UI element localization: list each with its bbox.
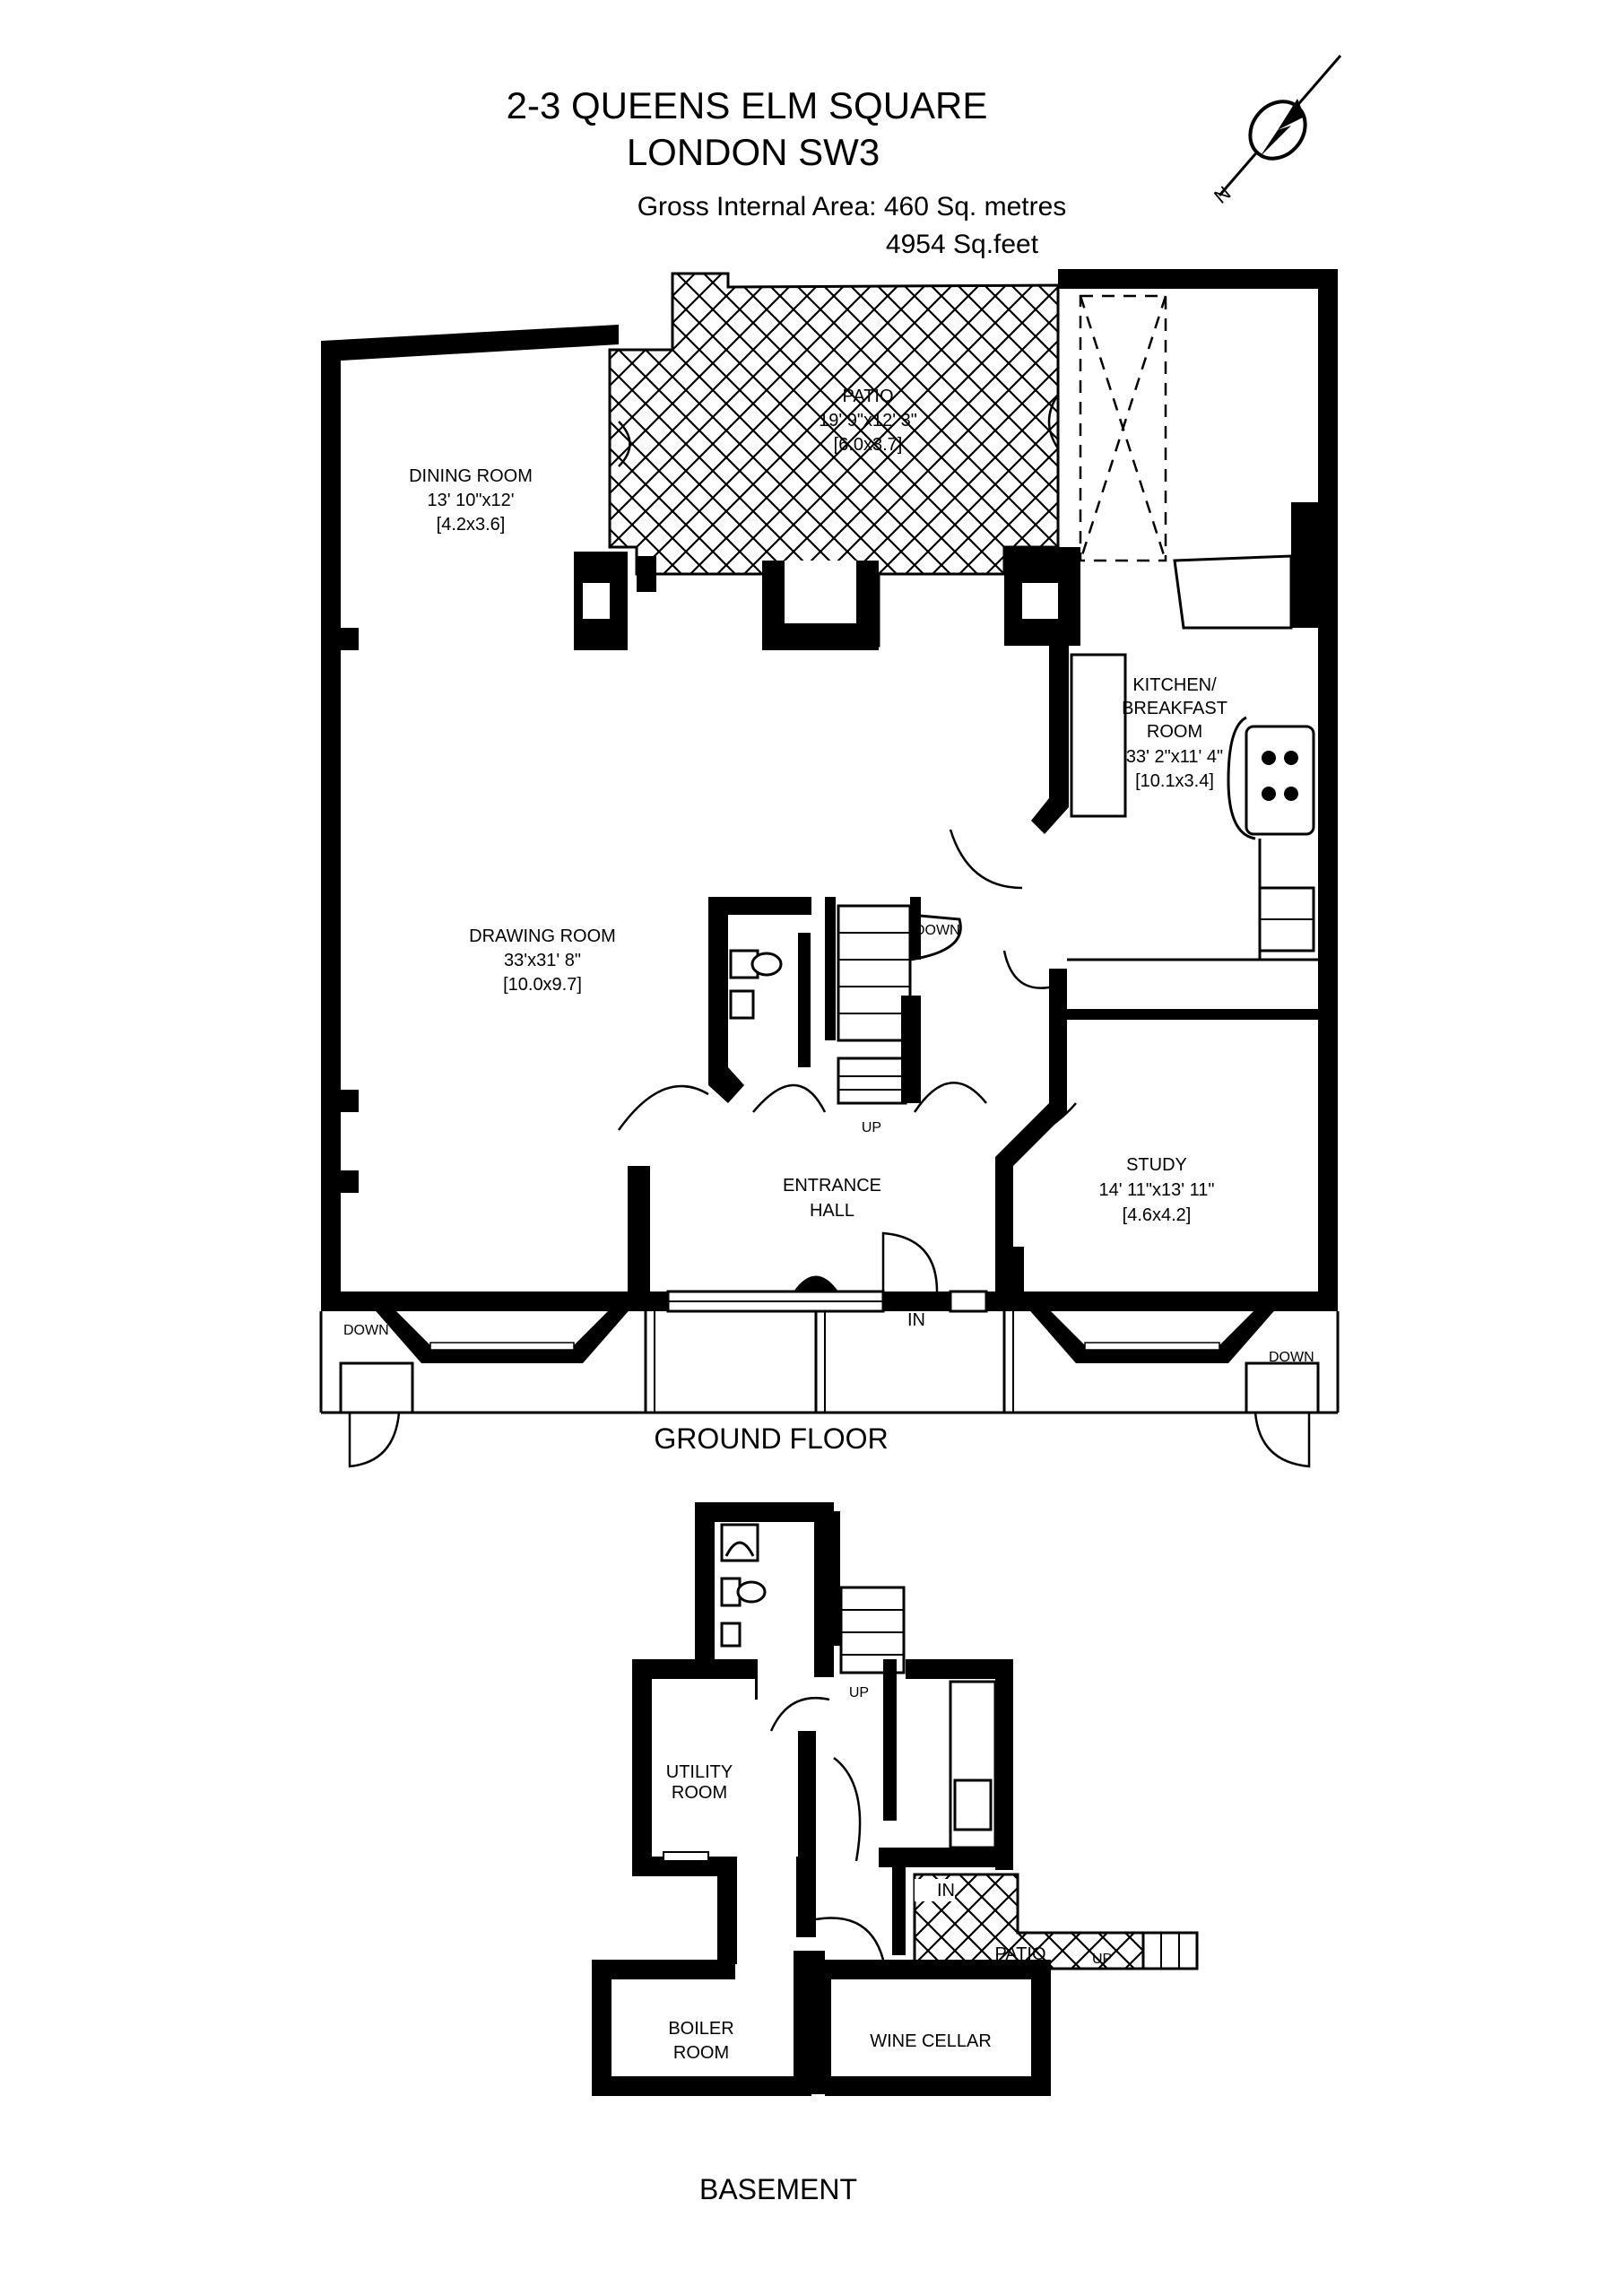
- patio-label: PATIO: [842, 387, 893, 406]
- ground-floor-title: GROUND FLOOR: [654, 1422, 888, 1455]
- stairs-up-label: UP: [862, 1120, 881, 1135]
- door-kitchen-lower: [1002, 950, 1054, 989]
- patio-metric: [6.0x3.7]: [834, 435, 903, 455]
- wc-walls: [708, 897, 811, 1103]
- kitchen-label-2: BREAKFAST: [1122, 699, 1227, 718]
- study-label: STUDY: [1126, 1155, 1187, 1175]
- compass-north-label: N: [1210, 181, 1235, 207]
- door-study: [1008, 1102, 1077, 1150]
- bay-window-right: [1013, 1292, 1291, 1363]
- north-wall-kitchen: [1058, 269, 1338, 289]
- utility-room-label-2: ROOM: [672, 1783, 727, 1803]
- gross-area-feet: 4954 Sq.feet: [886, 230, 1039, 259]
- basement-entry-in-label: IN: [937, 1881, 955, 1900]
- kitchen-chimney: [1291, 502, 1318, 628]
- basement-patio-up-label: UP: [1092, 1952, 1112, 1967]
- north-wall-dining: [321, 325, 619, 361]
- wine-cellar-label: WINE CELLAR: [870, 2031, 992, 2051]
- door-entrance-right: [913, 1082, 987, 1113]
- drawing-room-label: DRAWING ROOM: [469, 926, 616, 946]
- ground-floor-plan: [319, 269, 1340, 1468]
- patio-imperial: 19' 9"x12' 3": [819, 411, 917, 430]
- door-basement-utility: [833, 1757, 862, 1862]
- entrance-hall-label-1: ENTRANCE: [783, 1176, 881, 1196]
- door-patio-kitchen: [1047, 394, 1060, 449]
- kitchen-label-1: KITCHEN/: [1132, 675, 1217, 695]
- study-metric: [4.6x4.2]: [1123, 1205, 1192, 1225]
- ground-floor-labels: PATIO 19' 9"x12' 3" [6.0x3.7] DINING ROO…: [343, 387, 1314, 1455]
- entrance-hall-label-2: HALL: [810, 1201, 854, 1221]
- basement-sink: [953, 1779, 993, 1831]
- kitchen-metric: [10.1x3.4]: [1135, 771, 1214, 791]
- wc-basin-icon: [729, 989, 755, 1020]
- down-left-label: DOWN: [343, 1323, 389, 1338]
- header: 2-3 QUEENS ELM SQUARE LONDON SW3 Gross I…: [507, 84, 1067, 259]
- basement-title: BASEMENT: [699, 2173, 857, 2205]
- kitchen-imperial: 33' 2"x11' 4": [1126, 747, 1223, 767]
- study-north-wall: [1067, 1009, 1318, 1020]
- gross-area-metres: Gross Internal Area: 460 Sq. metres: [638, 192, 1067, 222]
- door-front: [881, 1231, 939, 1292]
- hob: [1245, 725, 1315, 836]
- property-title: 2-3 QUEENS ELM SQUARE: [507, 84, 988, 126]
- property-location: LONDON SW3: [627, 131, 880, 173]
- door-patio-dining: [618, 421, 631, 467]
- dining-room-metric: [4.2x3.6]: [437, 515, 506, 535]
- door-entrance-left: [752, 1083, 827, 1113]
- north-compass-icon: N: [1210, 55, 1342, 208]
- boiler-room-label-1: BOILER: [668, 2019, 733, 2039]
- study-west-wall: [995, 969, 1067, 1184]
- west-wall: [321, 341, 341, 1309]
- utility-room-label-1: UTILITY: [666, 1762, 733, 1782]
- dining-room-label: DINING ROOM: [409, 466, 533, 486]
- drawing-room-metric: [10.0x9.7]: [503, 975, 582, 995]
- down-right-label: DOWN: [1269, 1350, 1314, 1365]
- stairwell-left: [339, 1361, 414, 1414]
- door-kitchen: [949, 829, 1023, 890]
- basement-labels: UTILITY ROOM BOILER ROOM WINE CELLAR PAT…: [666, 1685, 1112, 2205]
- basement-stairs: [839, 1586, 906, 1674]
- basement-plan: [592, 1502, 1199, 2096]
- dining-room-imperial: 13' 10"x12': [427, 491, 514, 510]
- kitchen-label-3: ROOM: [1147, 722, 1202, 742]
- stairs-down-label: DOWN: [915, 923, 960, 938]
- entry-in-label: IN: [907, 1310, 925, 1330]
- door-basement-boiler: [815, 1917, 885, 1961]
- boiler-room-label-2: ROOM: [673, 2043, 729, 2063]
- basement-stairs-up-label: UP: [849, 1685, 869, 1700]
- kitchen-counter: [1070, 653, 1127, 818]
- drawing-room-imperial: 33'x31' 8": [504, 951, 581, 970]
- entrance-east-wall: [995, 1166, 1013, 1292]
- skylight-outline: [1079, 294, 1167, 562]
- entrance-west-wall: [628, 1166, 650, 1292]
- stairwell-right: [1245, 1361, 1320, 1414]
- door-wc: [617, 1084, 709, 1131]
- east-wall: [1318, 269, 1338, 1309]
- door-basement-wc: [769, 1696, 830, 1732]
- chimney-left: [637, 556, 656, 592]
- ground-stairs: [837, 904, 912, 1042]
- partition-drawing-kitchen: [1031, 646, 1069, 834]
- basement-patio-label: PATIO: [994, 1944, 1045, 1964]
- basement-counter: [949, 1680, 997, 1849]
- study-imperial: 14' 11"x13' 11": [1099, 1180, 1215, 1200]
- up-stairs: [837, 1057, 907, 1105]
